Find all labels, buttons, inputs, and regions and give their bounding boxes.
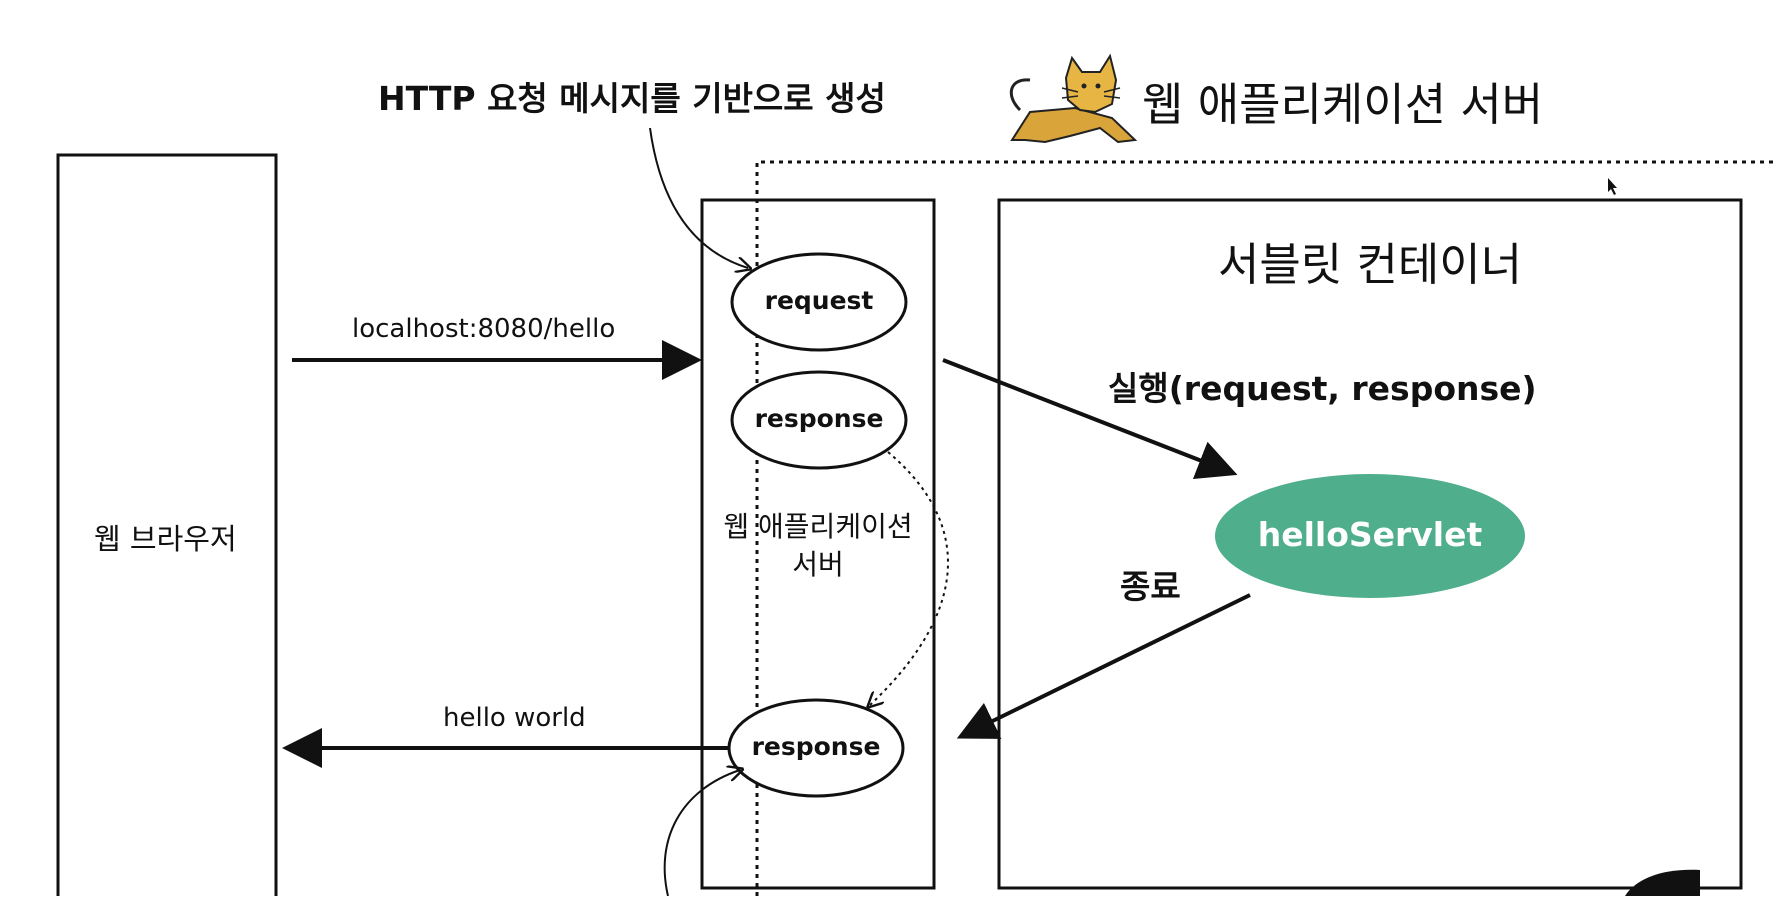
finish-arrow — [956, 593, 1251, 739]
browser-label: 웹 브라우저 — [94, 522, 237, 556]
tomcat-logo-icon — [1009, 53, 1138, 144]
server-title: 웹 애플리케이션 서버 — [1142, 78, 1544, 131]
container-title: 서블릿 컨테이너 — [1217, 238, 1523, 291]
response-bottom-label: response — [751, 732, 881, 761]
execute-label: 실행(request, response) — [1108, 369, 1537, 408]
request-ellipse — [730, 252, 908, 352]
was-column — [700, 198, 936, 890]
request-label: request — [764, 286, 874, 315]
caption-text: HTTP 요청 메시지를 기반으로 생성 — [378, 79, 886, 118]
helloservlet-label: helloServlet — [1257, 515, 1483, 554]
response-top-label: response — [754, 404, 884, 433]
cursor-icon — [1608, 178, 1617, 195]
was-label-line1: 웹 애플리케이션 — [723, 510, 913, 543]
was-label-line2: 서버 — [792, 548, 844, 581]
browser-box — [56, 153, 278, 900]
bottom-pointer-curve — [663, 770, 740, 897]
finish-label: 종료 — [1120, 567, 1181, 606]
was-dotted-boundary — [755, 160, 1778, 896]
response-dotted-curve — [870, 451, 949, 705]
helloservlet-ellipse — [1215, 474, 1525, 598]
url-label: localhost:8080/hello — [352, 314, 616, 344]
presenter-shape — [1625, 869, 1700, 896]
response-top-ellipse — [730, 370, 908, 470]
execute-arrow — [942, 358, 1238, 479]
caption-pointer-curve — [649, 127, 748, 268]
servlet-container-box — [997, 198, 1743, 890]
reply-label: hello world — [443, 703, 586, 733]
